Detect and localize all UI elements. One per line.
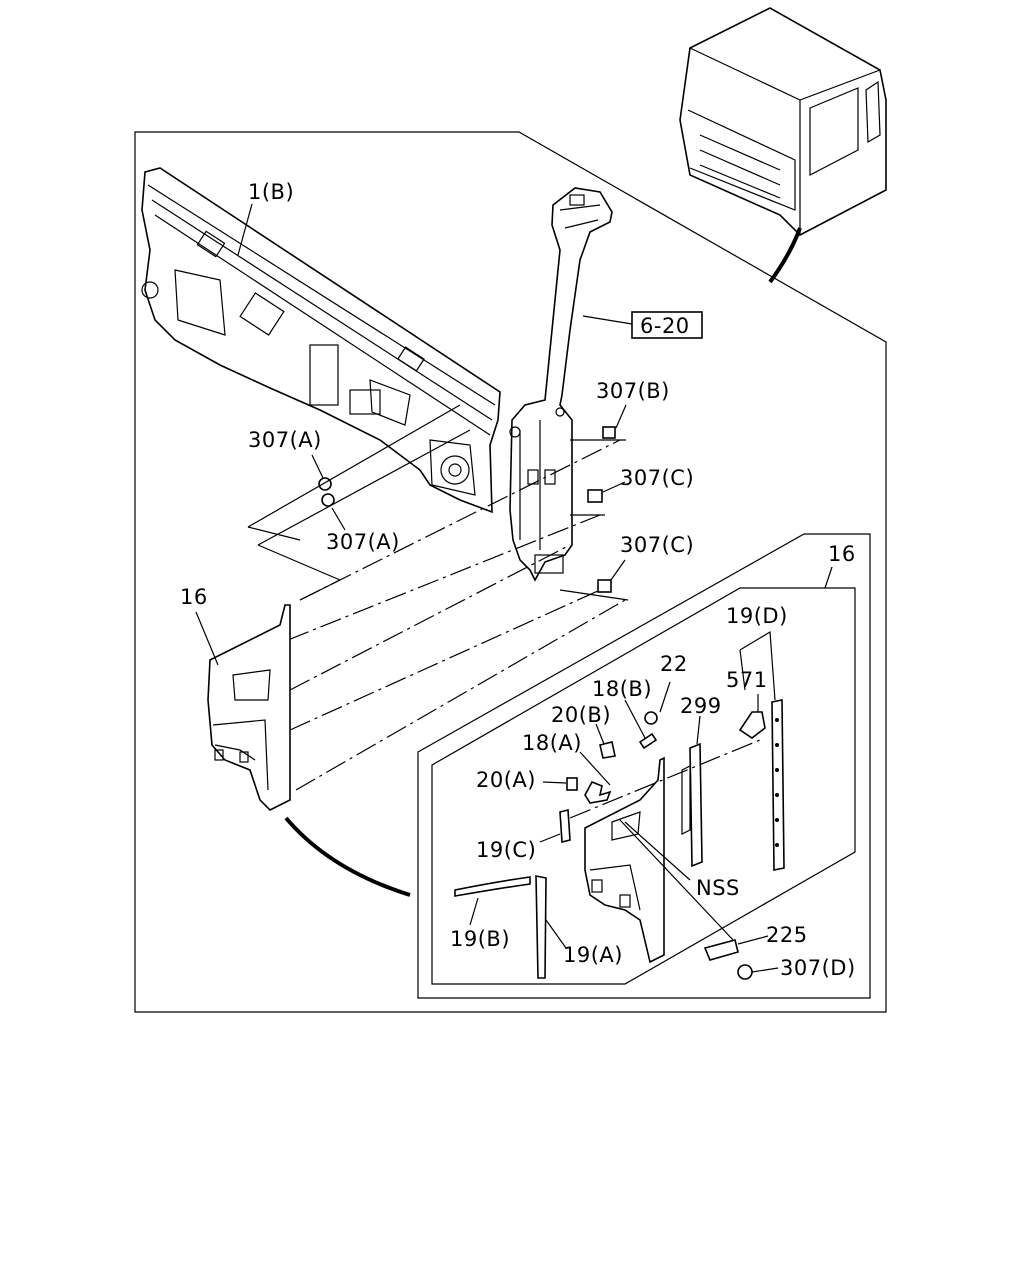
outer-frame — [134, 131, 887, 1013]
ref-box-6-20 — [631, 311, 703, 339]
strip-19d — [739, 630, 785, 871]
label-1b: 1(B) — [248, 180, 294, 204]
label-307c-bottom: 307(C) — [620, 533, 694, 557]
trim-16-left — [207, 604, 291, 811]
label-22: 22 — [660, 652, 688, 676]
clip-307b — [602, 404, 627, 439]
part-22 — [644, 681, 671, 725]
label-nss: NSS — [696, 876, 740, 900]
trim-16-inset — [569, 739, 761, 964]
clip-307a — [311, 454, 346, 531]
inset-pointer-arrow — [284, 816, 411, 897]
label-19c: 19(C) — [476, 838, 536, 862]
part-18a — [579, 751, 612, 804]
alignment-lines — [247, 404, 629, 791]
inset-inner-frame — [431, 587, 856, 985]
inset-outer-frame — [417, 533, 871, 999]
label-18a: 18(A) — [522, 731, 582, 755]
label-20a: 20(A) — [476, 768, 536, 792]
strip-19a — [535, 875, 567, 979]
truck-cab-icon — [679, 7, 887, 284]
part-571 — [738, 694, 766, 739]
part-225 — [703, 935, 769, 961]
label-307a-top: 307(A) — [248, 428, 322, 452]
label-307a-bottom: 307(A) — [326, 530, 400, 554]
dash-panel-1b: 1(B) — [141, 167, 501, 514]
label-19d: 19(D) — [726, 604, 788, 628]
label-225: 225 — [766, 923, 808, 947]
label-571: 571 — [726, 668, 768, 692]
label-6-20: 6-20 — [640, 314, 690, 338]
part-299 — [681, 715, 703, 868]
part-20b — [595, 723, 616, 759]
label-19a: 19(A) — [563, 943, 623, 967]
clip-307c-top — [587, 481, 626, 503]
strip-19b — [454, 876, 531, 926]
label-307c-top: 307(C) — [620, 466, 694, 490]
label-307b: 307(B) — [596, 379, 670, 403]
label-16-left: 16 — [180, 585, 208, 609]
label-20b: 20(B) — [551, 703, 611, 727]
label-307d: 307(D) — [780, 956, 856, 980]
label-19b: 19(B) — [450, 927, 510, 951]
clip-307d — [737, 964, 779, 980]
label-299: 299 — [680, 694, 722, 718]
part-19c — [539, 808, 571, 844]
label-16-inset: 16 — [828, 542, 856, 566]
clip-307c-bottom — [597, 559, 626, 593]
part-18b — [624, 699, 658, 750]
label-18b: 18(B) — [592, 677, 652, 701]
part-20a — [542, 777, 578, 791]
